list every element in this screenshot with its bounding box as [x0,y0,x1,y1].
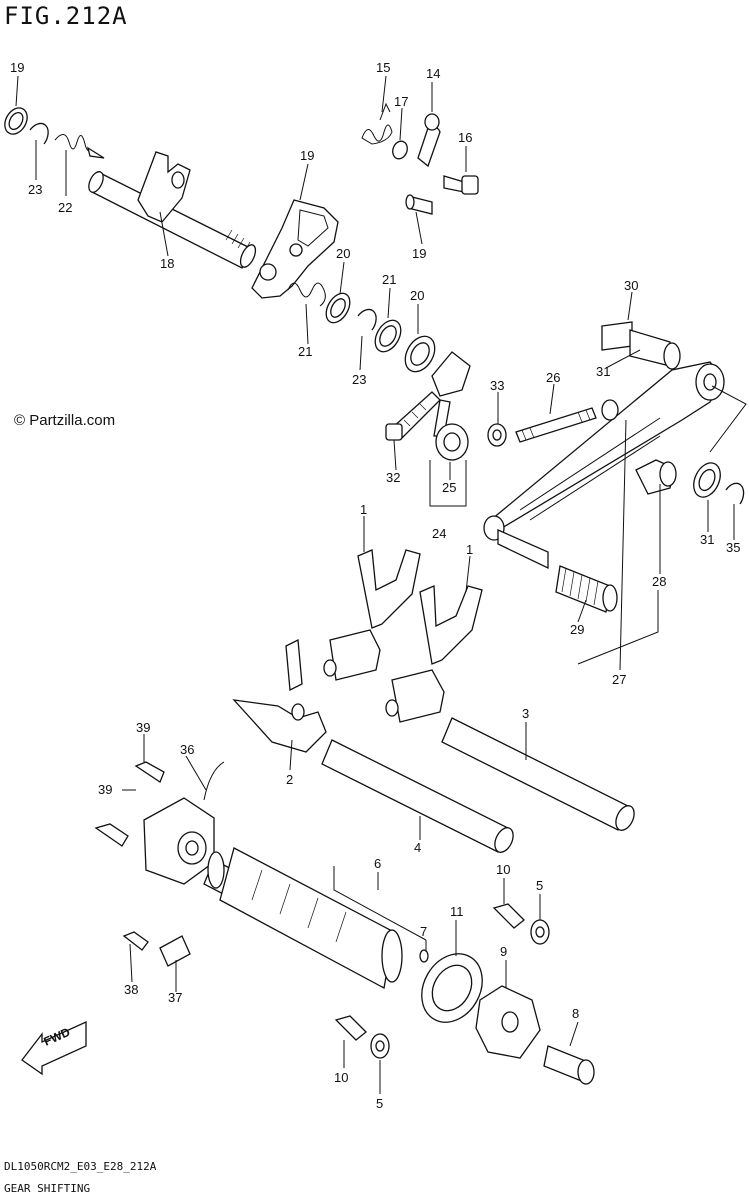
callout-19-right: 21 [382,272,396,287]
part-9-cam-plate [475,985,541,1059]
part-5-washer-lower [370,1033,390,1059]
callout-5-right: 5 [536,878,543,893]
part-33-bolt [385,391,441,441]
part-5-washer-right [530,919,550,945]
callout-12: 14 [426,66,440,81]
callout-6: 6 [374,856,381,871]
callout-28: 28 [652,574,666,589]
callout-7: 7 [420,924,427,939]
callout-37: 37 [168,990,182,1005]
callout-13: 15 [376,60,390,75]
callout-34: 33 [490,378,504,393]
callout-11: 11 [450,904,464,919]
part-14-bolt [443,175,479,195]
callout-35: 35 [726,540,740,555]
callout-23-mid: 23 [352,372,366,387]
part-39-screws [94,761,165,847]
part-4-fork-shaft [321,739,514,853]
part-23-circlip-top [29,122,49,145]
part-18-pin [405,194,433,215]
part-24-25-tie-rod-end [431,351,471,461]
callout-1-left: 1 [360,502,367,517]
callout-4: 4 [414,840,421,855]
callout-23: 23 [28,182,42,197]
callout-19-mid: 20 [336,246,350,261]
callout-36: 36 [180,742,194,757]
part-13-spring-small [361,102,393,145]
part-7-pin [419,949,429,963]
part-27-shift-lever [483,361,725,570]
part-19-washer-mid [325,292,351,324]
part-22-spring [54,134,105,159]
callout-9: 9 [500,944,507,959]
part-38-bolt [122,931,149,951]
leader-lines [15,75,747,1094]
callout-15: 17 [394,94,408,109]
part-32-washer [693,462,721,498]
callout-10-right: 10 [496,862,510,877]
callout-19: 19 [10,60,24,75]
part-3-fork-shaft [441,717,635,831]
callout-22: 22 [58,200,72,215]
model-code: DL1050RCM2_E03_E28_212A [4,1160,157,1173]
callout-8: 8 [572,1006,579,1021]
part-12-link [417,113,441,168]
part-30-31-pivot-bolt [601,321,681,370]
callout-29: 29 [570,622,584,637]
part-20-bushing [404,335,436,373]
watermark: © Partzilla.com [14,412,116,429]
part-10-bolt-lower [334,1015,367,1041]
fwd-arrow-icon: FWD [21,1020,87,1076]
part-35-circlip [725,482,745,505]
part-17-shift-arm-plate [251,199,339,299]
callout-20: 20 [410,288,424,303]
callout-16: 18 [160,256,174,271]
part-1-shift-fork-left [323,549,421,681]
part-23-circlip-mid [357,308,377,331]
diagram-name: GEAR SHIFTING [4,1182,91,1195]
callout-30: 30 [624,278,638,293]
callout-38: 38 [124,982,138,997]
part-8-stopper [543,1045,595,1085]
callout-21: 21 [298,344,312,359]
callout-10-lower: 10 [334,1070,348,1085]
callout-26: 26 [546,370,560,385]
part-34-nut [487,423,507,447]
figure-title: FIG.212A [4,2,128,30]
callout-25: 25 [442,480,456,495]
callout-14: 16 [458,130,472,145]
part-16-shift-shaft [88,151,257,269]
callout-27: 27 [612,672,626,687]
part-10-bolt-right [492,903,525,929]
callout-1-right: 1 [466,542,473,557]
part-15-washer [392,140,408,160]
part-26-rod [515,399,619,443]
callout-39-left: 39 [98,782,112,797]
callout-39-top: 39 [136,720,150,735]
callout-31: 31 [596,364,610,379]
part-19-washer-right [374,319,402,353]
callout-labels: 19 23 22 18 19 15 17 14 16 19 20 21 21 2… [10,60,740,1111]
part-21-spring [287,282,326,307]
callout-3: 3 [522,706,529,721]
part-2-shift-fork [232,638,327,753]
callout-33: 32 [386,470,400,485]
part-28-pin [635,459,677,495]
callout-32: 31 [700,532,714,547]
part-1-shift-fork-right [385,585,483,723]
part-36-sensor [143,761,225,885]
part-6-shift-drum [203,847,403,989]
callout-18: 19 [412,246,426,261]
callout-5-lower: 5 [376,1096,383,1111]
part-29-rubber [555,565,618,613]
callout-2: 2 [286,772,293,787]
part-11-bearing [421,953,483,1023]
callout-24: 24 [432,526,446,541]
callout-17: 19 [300,148,314,163]
part-37-plate [159,935,191,967]
part-19-washer-top-left [4,107,28,135]
